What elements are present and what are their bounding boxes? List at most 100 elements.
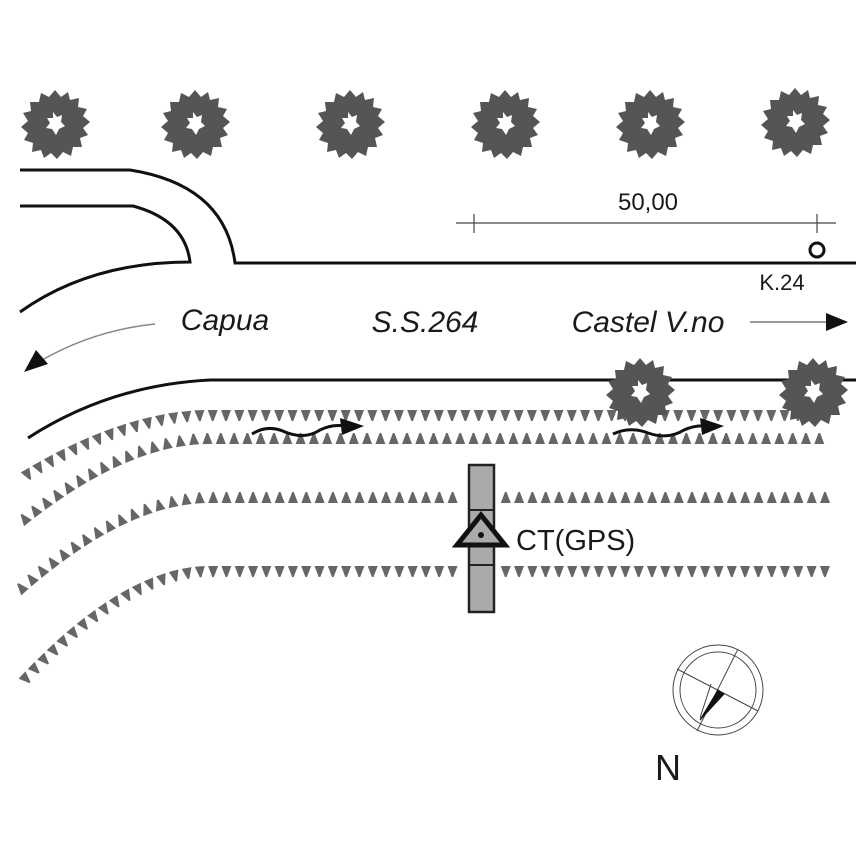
tree-row-tick bbox=[174, 434, 186, 448]
tree-row-tick bbox=[274, 492, 285, 503]
tree-row-tick bbox=[335, 433, 346, 444]
tree-row-tick bbox=[188, 433, 200, 446]
tree-row-tick bbox=[27, 661, 43, 677]
tree-row-tick bbox=[269, 433, 279, 444]
tree-row-tick bbox=[421, 492, 431, 503]
tree-row-tick bbox=[261, 492, 272, 503]
tree-row-tick bbox=[766, 410, 777, 421]
tree-row-tick bbox=[18, 671, 34, 687]
tree-row-tick bbox=[495, 433, 506, 444]
tree-row-tick bbox=[580, 410, 591, 421]
tree-row-tick bbox=[513, 410, 524, 421]
tree-row-tick bbox=[126, 507, 141, 522]
tree-icon bbox=[316, 90, 385, 159]
tree-row-tick bbox=[234, 492, 245, 503]
tree-row-tick bbox=[473, 410, 484, 421]
tree-row-tick bbox=[131, 582, 146, 597]
tree-row-tick bbox=[215, 433, 226, 444]
tree-row-tick bbox=[673, 566, 684, 577]
tree-row-tick bbox=[381, 492, 392, 503]
tree-row-tick bbox=[154, 414, 167, 427]
tree-row-tick bbox=[734, 433, 745, 444]
tree-row-tick bbox=[104, 427, 118, 442]
tree-row-tick bbox=[553, 410, 564, 421]
tree-row-tick bbox=[447, 566, 458, 577]
tree-row-tick bbox=[288, 492, 298, 503]
tree-row-tick bbox=[152, 498, 166, 512]
tree-row-tick bbox=[819, 566, 830, 577]
tree-row-tick bbox=[441, 433, 452, 444]
tree-row-tick bbox=[721, 433, 732, 444]
tree-row-tick bbox=[447, 410, 458, 421]
tree-row-tick bbox=[588, 433, 599, 444]
tree-row-tick bbox=[96, 460, 111, 475]
tree-row-tick bbox=[43, 454, 58, 470]
tree-row-tick bbox=[806, 492, 817, 503]
tree-row-tick bbox=[481, 433, 492, 444]
tree-row-tick bbox=[38, 495, 54, 510]
tree-row-tick bbox=[221, 566, 232, 577]
tree-row-tick bbox=[341, 492, 352, 503]
tree-row-tick bbox=[686, 566, 697, 577]
tree-row-tick bbox=[208, 492, 219, 503]
tree-row-tick bbox=[354, 492, 365, 503]
tree-row-tick bbox=[114, 512, 129, 527]
direction-east-label: Castel V.no bbox=[572, 306, 725, 339]
tree-row-tick bbox=[37, 652, 52, 668]
tree-rows bbox=[14, 409, 830, 687]
tree-row-tick bbox=[628, 433, 639, 444]
tree-row-tick bbox=[234, 410, 245, 421]
side-road-edge bbox=[19, 204, 192, 314]
tree-row-tick bbox=[514, 566, 524, 577]
tree-row-tick bbox=[301, 492, 312, 503]
tree-row-tick bbox=[694, 433, 705, 444]
scale-label: 50,00 bbox=[618, 189, 678, 216]
triangle-survey-icon bbox=[451, 510, 511, 548]
tree-row-tick bbox=[120, 588, 135, 604]
tree-row-tick bbox=[142, 416, 155, 430]
tree-row-tick bbox=[348, 433, 359, 444]
tree-row-tick bbox=[681, 433, 692, 444]
tree-row-tick bbox=[673, 410, 684, 421]
tree-row-tick bbox=[78, 531, 93, 547]
tree-row-tick bbox=[393, 410, 404, 421]
tree-row-tick bbox=[407, 566, 418, 577]
tree-row-tick bbox=[108, 454, 123, 469]
tree-row-tick bbox=[380, 410, 391, 421]
tree-icon bbox=[161, 90, 230, 159]
tree-row-tick bbox=[726, 410, 737, 421]
tree-row-tick bbox=[84, 466, 99, 481]
tree-row-tick bbox=[713, 410, 724, 421]
tree-row-tick bbox=[274, 410, 285, 421]
tree-row-top bbox=[21, 88, 830, 159]
tree-row-tick bbox=[327, 492, 338, 503]
tree-row-tick bbox=[487, 410, 497, 421]
tree-row-tick bbox=[362, 433, 373, 444]
tree-row-tick bbox=[766, 492, 777, 503]
tree-row-tick bbox=[521, 433, 532, 444]
tree-row-tick bbox=[793, 566, 804, 577]
tree-row-tick bbox=[341, 566, 352, 577]
tree-row-tick bbox=[160, 437, 173, 451]
tree-row-tick bbox=[287, 410, 298, 421]
tree-row-tick bbox=[527, 492, 538, 503]
tree-row-tick bbox=[633, 492, 644, 503]
tree-row-tick bbox=[116, 423, 130, 438]
tree-row-tick bbox=[168, 412, 180, 425]
tree-row-tick bbox=[686, 410, 697, 421]
tree-row-tick bbox=[34, 563, 50, 579]
tree-row-tick bbox=[753, 410, 763, 421]
tree-row-tick bbox=[181, 410, 193, 423]
tree-row-tick bbox=[508, 433, 519, 444]
tree-row-tick bbox=[787, 433, 798, 444]
tree-row-tick bbox=[673, 492, 684, 503]
tree-row-tick bbox=[726, 492, 737, 503]
tree-row-tick bbox=[566, 410, 577, 421]
tree-row-tick bbox=[593, 410, 604, 421]
tree-row-tick bbox=[540, 492, 551, 503]
wavy-arrow-icon bbox=[612, 418, 724, 438]
tree-row-tick bbox=[143, 577, 158, 592]
tree-row-tick bbox=[300, 410, 311, 421]
tree-row-tick bbox=[261, 566, 272, 577]
tree-row-tick bbox=[713, 492, 724, 503]
